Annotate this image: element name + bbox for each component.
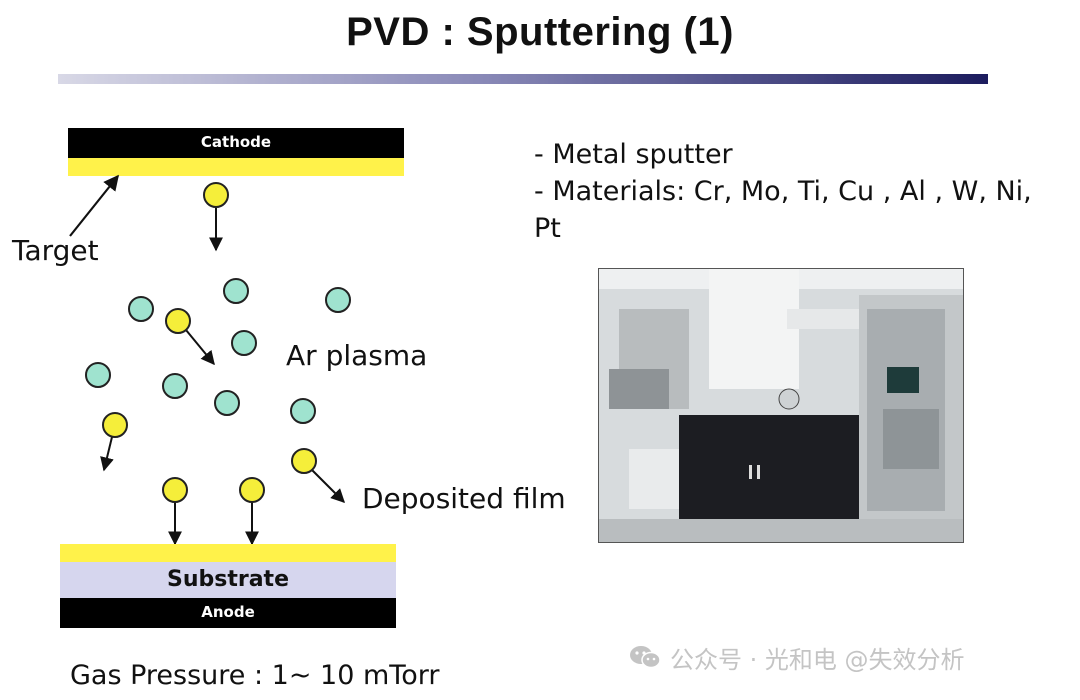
watermark-text: 公众号 · 光和电 @失效分析 (670, 645, 965, 674)
sputtered-atom (291, 448, 317, 474)
wechat-icon (630, 646, 661, 669)
sputtered-atom (203, 182, 229, 208)
sputtered-atom (102, 412, 128, 438)
atom-trajectory-arrow (100, 436, 114, 472)
sputtered-atom (162, 477, 188, 503)
bullet-item: - Materials: Cr, Mo, Ti, Cu , Al , W, Ni… (534, 176, 1032, 244)
sputtering-diagram (69, 174, 351, 546)
page-title: PVD : Sputtering (1) (346, 10, 734, 54)
anode-electrode: Anode (60, 598, 396, 628)
watermark: 公众号 · 光和电 @失效分析 (628, 640, 965, 674)
bullet-item: - Metal sputter (534, 139, 733, 170)
ar-ion (85, 362, 111, 388)
target-layer (68, 158, 404, 176)
gas-pressure-text: Gas Pressure : 1~ 10 mTorr (70, 660, 440, 691)
ar-ion (128, 296, 154, 322)
ar-ion (325, 287, 351, 313)
sputter-equipment-photo (598, 268, 964, 543)
title-divider (58, 74, 988, 84)
target-label: Target (12, 234, 99, 267)
equipment-illustration (599, 269, 963, 542)
target-pointer-arrow (69, 174, 119, 237)
substrate-label: Substrate (167, 567, 289, 592)
anode-label: Anode (201, 603, 255, 621)
atom-trajectory-arrow (311, 469, 345, 503)
sputtered-atom (239, 477, 265, 503)
atom-trajectory-arrow (185, 329, 215, 366)
ar-ion (231, 330, 257, 356)
ar-ion (214, 390, 240, 416)
deposited-film-label: Deposited film (362, 482, 566, 515)
ar-ion (162, 373, 188, 399)
sputtered-atom (165, 308, 191, 334)
deposited-film-layer (60, 544, 396, 562)
substrate-layer: Substrate (60, 562, 396, 598)
bullet-list: - Metal sputter - Materials: Cr, Mo, Ti,… (534, 136, 1064, 247)
ar-ion (290, 398, 316, 424)
ar-plasma-label: Ar plasma (286, 339, 428, 372)
ar-ion (223, 278, 249, 304)
cathode-label: Cathode (200, 133, 272, 151)
cathode-electrode: Cathode (68, 128, 404, 158)
